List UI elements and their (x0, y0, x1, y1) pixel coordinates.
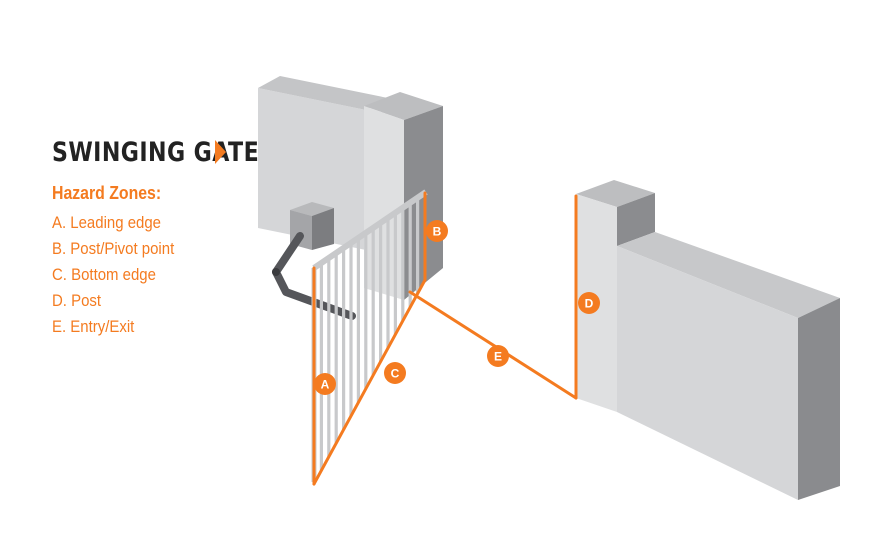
hazard-legend-item-b: B. Post/Pivot point (52, 239, 175, 258)
title-block: SWINGING GATE (52, 137, 305, 168)
right-wall-top (617, 232, 840, 318)
hazard-badge-c-label: C (391, 367, 400, 381)
hazard-legend-item-c: C. Bottom edge (52, 265, 156, 284)
left-post-front (364, 106, 404, 300)
right-post-side (617, 193, 655, 246)
hazard-badge-e-label: E (494, 350, 502, 364)
right-wall (617, 232, 840, 500)
hazard-legend-item-d: D. Post (52, 291, 102, 310)
hazard-legend: Hazard Zones: A. Leading edge B. Post/Pi… (52, 183, 191, 340)
hazard-badge-a-label: A (321, 378, 330, 392)
title-arrow-icon (215, 140, 226, 164)
hazard-line-c-bottom-edge (312, 278, 427, 486)
operator-housing-top (290, 202, 334, 216)
diagram-title: SWINGING GATE (52, 137, 260, 168)
right-wall-front (617, 246, 798, 500)
left-post-top (364, 92, 443, 120)
hazard-badges: A B C D E (314, 220, 600, 395)
hazard-badge-b-label: B (433, 225, 442, 239)
operator-arm-joint (272, 268, 280, 276)
hazard-legend-item-e: E. Entry/Exit (52, 317, 135, 336)
gate-bars (319, 197, 420, 471)
hazard-lines (312, 191, 578, 486)
gate-top-rail (312, 189, 428, 271)
operator-arm (272, 232, 356, 320)
gate-operator (272, 202, 356, 320)
hazard-line-e-entry-exit (408, 290, 578, 400)
hazard-badge-e: E (487, 345, 509, 367)
left-wall-top (258, 76, 388, 110)
hazard-legend-heading: Hazard Zones: (52, 183, 162, 203)
right-wall-side (798, 298, 840, 500)
hazard-legend-item-a: A. Leading edge (52, 213, 161, 232)
hazard-badge-c: C (384, 362, 406, 384)
left-wall (258, 76, 388, 250)
right-post-top (576, 180, 655, 207)
left-wall-front (258, 88, 366, 250)
hazard-badge-d: D (578, 292, 600, 314)
hazard-badge-d-label: D (585, 297, 594, 311)
operator-housing-side (312, 208, 334, 250)
right-post (576, 180, 655, 412)
hazard-badge-a: A (314, 373, 336, 395)
hazard-badge-b: B (426, 220, 448, 242)
